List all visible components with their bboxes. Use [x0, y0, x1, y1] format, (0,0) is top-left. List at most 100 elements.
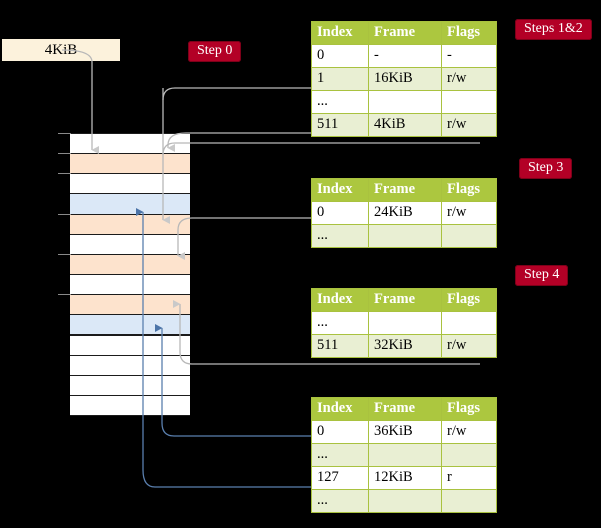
wire-branch-row1	[167, 132, 330, 152]
badge-step-3-label: Step 3	[528, 160, 564, 175]
table-cell	[368, 443, 442, 467]
table-cell: ...	[311, 443, 369, 467]
table-cell: 0	[311, 201, 369, 225]
table-cell: ...	[311, 90, 369, 114]
column-header-frame: Frame	[368, 178, 442, 202]
badge-step-4-label: Step 4	[524, 267, 560, 282]
table-cell	[441, 311, 497, 335]
virtual-address-box: 4KiB	[2, 39, 120, 61]
table-row: ...	[311, 224, 497, 248]
column-header-index: Index	[311, 178, 369, 202]
table-cell: r/w	[441, 201, 497, 225]
table-cell: 36KiB	[368, 420, 442, 444]
memory-frame-row	[70, 354, 190, 376]
column-header-index: Index	[311, 397, 369, 421]
table-cell: 16KiB	[368, 67, 442, 91]
memory-frame-row	[70, 314, 190, 336]
badge-steps-1-2-label: Steps 1&2	[524, 21, 583, 36]
table-cell: r/w	[441, 420, 497, 444]
table-row: ...	[311, 443, 497, 467]
memory-row-tick	[58, 294, 71, 296]
table-row: ...	[311, 489, 497, 513]
badge-step-0: Step 0	[188, 41, 242, 63]
table-row: ...	[311, 311, 497, 335]
memory-row-tick	[58, 173, 71, 175]
table-cell: r/w	[441, 113, 497, 137]
table-cell: ...	[311, 311, 369, 335]
table-cell: 24KiB	[368, 201, 442, 225]
badge-step-0-label: Step 0	[197, 43, 233, 58]
column-header-flags: Flags	[441, 397, 497, 421]
table-cell	[441, 224, 497, 248]
table-cell: 0	[311, 420, 369, 444]
memory-row-tick	[58, 133, 71, 134]
column-header-flags: Flags	[441, 178, 497, 202]
table-cell	[368, 224, 442, 248]
memory-row-tick	[58, 153, 71, 155]
table-cell	[441, 90, 497, 114]
table-cell: 511	[311, 334, 369, 358]
memory-frame-row	[70, 394, 190, 417]
table-cell: ...	[311, 489, 369, 513]
memory-frame-row	[70, 213, 190, 235]
wire-pt0-511-return	[162, 142, 480, 156]
column-header-frame: Frame	[368, 397, 442, 421]
column-header-index: Index	[311, 21, 369, 45]
table-row: 0--	[311, 44, 497, 68]
table-cell: -	[441, 44, 497, 68]
table-cell: r/w	[441, 67, 497, 91]
table-cell: 32KiB	[368, 334, 442, 358]
memory-frame-row	[70, 133, 190, 155]
table-cell: 0	[311, 44, 369, 68]
memory-frame-row	[70, 334, 190, 356]
column-header-flags: Flags	[441, 21, 497, 45]
table-cell	[368, 489, 442, 513]
table-cell: -	[368, 44, 442, 68]
memory-frame-row	[70, 253, 190, 276]
table-cell	[441, 443, 497, 467]
table-cell	[368, 90, 442, 114]
table-cell: 12KiB	[368, 466, 442, 490]
table-cell: 1	[311, 67, 369, 91]
virtual-address-label: 4KiB	[44, 41, 78, 58]
memory-frame-row	[70, 173, 190, 195]
table-cell: 4KiB	[368, 113, 442, 137]
table-cell	[441, 489, 497, 513]
memory-frame-row	[70, 233, 190, 255]
column-header-flags: Flags	[441, 288, 497, 312]
memory-frame-row	[70, 294, 190, 316]
column-header-index: Index	[311, 288, 369, 312]
badge-step-4: Step 4	[515, 265, 569, 287]
table-cell: r	[441, 466, 497, 490]
table-cell: ...	[311, 224, 369, 248]
badge-steps-1-2: Steps 1&2	[515, 19, 592, 41]
memory-row-tick	[58, 253, 71, 255]
table-cell	[368, 311, 442, 335]
table-cell: r/w	[441, 334, 497, 358]
memory-row-tick	[58, 213, 71, 215]
table-row: ...	[311, 90, 497, 114]
memory-frame-row	[70, 274, 190, 296]
column-header-frame: Frame	[368, 288, 442, 312]
table-cell: 127	[311, 466, 369, 490]
badge-step-3: Step 3	[519, 158, 573, 180]
memory-frame-row	[70, 193, 190, 215]
table-cell: 511	[311, 113, 369, 137]
column-header-frame: Frame	[368, 21, 442, 45]
memory-frame-row	[70, 153, 190, 175]
